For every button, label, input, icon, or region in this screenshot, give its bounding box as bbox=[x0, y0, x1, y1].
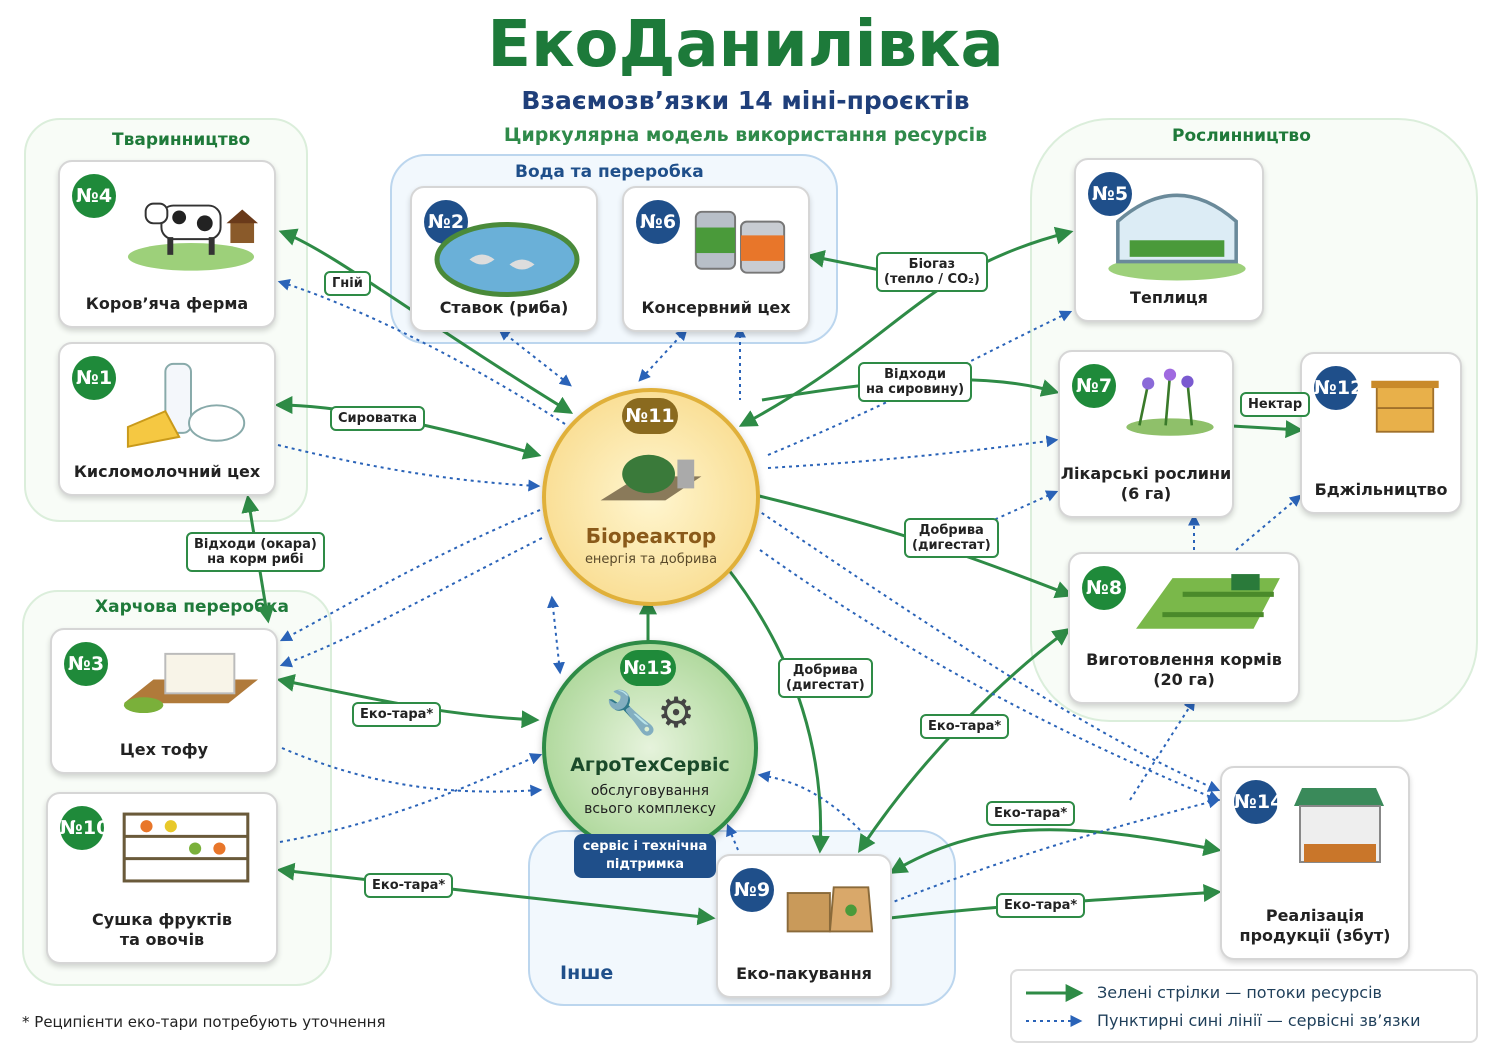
badge-1: №1 bbox=[72, 356, 116, 400]
badge-3: №3 bbox=[64, 642, 108, 686]
hub-agrotechservice[interactable]: №13 🔧⚙ АгроТехСервіс обслуговування всьо… bbox=[542, 640, 758, 856]
badge-6: №6 bbox=[636, 200, 680, 244]
label-eco-pack-4: Еко-тара* bbox=[986, 801, 1076, 826]
tofu-icon bbox=[123, 652, 259, 714]
project-card-7[interactable]: №7 Лікарські рослини (6 га) bbox=[1058, 350, 1234, 518]
project-name-8: Виготовлення кормів (20 га) bbox=[1086, 650, 1282, 689]
project-name-12: Бджільництво bbox=[1314, 480, 1448, 499]
project-card-4[interactable]: №4 Коров’яча ферма bbox=[58, 160, 276, 328]
project-name-7: Лікарські рослини (6 га) bbox=[1060, 464, 1232, 503]
project-name-5: Теплиця bbox=[1130, 288, 1208, 307]
badge-5: №5 bbox=[1088, 172, 1132, 216]
flow-nectar bbox=[1231, 420, 1304, 439]
pond-icon bbox=[434, 222, 580, 297]
legend-blue: Пунктирні сині лінії — сервісні зв’язки bbox=[1097, 1011, 1421, 1030]
hub-bioreactor-name: Біореактор bbox=[585, 524, 717, 548]
project-name-2: Ставок (риба) bbox=[439, 298, 569, 317]
greenhouse-icon bbox=[1108, 193, 1246, 281]
label-fertilizer-2: Добрива (дигестат) bbox=[778, 658, 873, 698]
project-card-14[interactable]: №14 Реалізація продукції (збут) bbox=[1220, 766, 1410, 960]
flow-biogas-cans bbox=[806, 249, 881, 272]
label-manure: Гній bbox=[324, 271, 371, 296]
flow-biogas bbox=[738, 226, 1074, 427]
footnote: * Реципієнти еко-тари потребують уточнен… bbox=[22, 1013, 386, 1031]
label-eco-pack-2: Еко-тара* bbox=[364, 873, 454, 898]
page-title: ЕкоДанилівка bbox=[487, 8, 1004, 82]
label-eco-pack-5: Еко-тара* bbox=[996, 893, 1086, 918]
label-eco-pack-3: Еко-тара* bbox=[920, 714, 1010, 739]
badge-10: №10 bbox=[60, 806, 109, 850]
dryer-icon bbox=[122, 812, 250, 883]
cans-icon bbox=[694, 210, 786, 274]
project-name-9: Еко-пакування bbox=[736, 964, 872, 983]
herbs-icon bbox=[1126, 368, 1214, 436]
badge-13: №13 bbox=[620, 650, 676, 686]
group-plant-label: Рослинництво bbox=[1172, 126, 1311, 146]
bioreactor-icon bbox=[600, 454, 702, 501]
project-card-8[interactable]: №8 Виготовлення кормів (20 га) bbox=[1068, 552, 1300, 704]
badge-4: №4 bbox=[72, 174, 116, 218]
label-okara: Відходи (окара) на корм рибі bbox=[186, 532, 325, 572]
badge-11: №11 bbox=[622, 398, 678, 434]
group-water-label: Вода та переробка bbox=[515, 162, 704, 182]
label-eco-pack-1: Еко-тара* bbox=[352, 702, 442, 727]
project-name-1: Кисломолочний цех bbox=[73, 462, 261, 481]
hub-bioreactor-desc: енергія та добрива bbox=[584, 552, 718, 567]
dairy-icon bbox=[126, 362, 246, 448]
label-waste: Відходи на сировину) bbox=[858, 362, 973, 402]
project-card-9[interactable]: №9 Еко-пакування bbox=[716, 854, 892, 998]
project-name-10: Сушка фруктів та овочів bbox=[92, 910, 232, 949]
page-subtitle-model: Циркулярна модель використання ресурсів bbox=[503, 124, 988, 146]
project-card-1[interactable]: №1 Кисломолочний цех bbox=[58, 342, 276, 496]
service-support-badge: сервіс і технічна підтримка bbox=[574, 834, 716, 878]
label-biogas: Біогаз (тепло / CO₂) bbox=[876, 252, 988, 292]
label-nectar: Нектар bbox=[1240, 392, 1311, 417]
project-card-5[interactable]: №5 Теплиця bbox=[1074, 158, 1264, 322]
project-card-3[interactable]: №3 Цех тофу bbox=[50, 628, 278, 774]
flow-pack-sale bbox=[888, 828, 1222, 874]
badge-9: №9 bbox=[730, 868, 774, 912]
cow-icon bbox=[127, 202, 259, 271]
project-card-6[interactable]: №6 Консервний цех bbox=[622, 186, 810, 332]
badge-14: №14 bbox=[1234, 780, 1283, 824]
group-animal-label: Тваринництво bbox=[112, 130, 251, 150]
flow-fert2 bbox=[723, 564, 830, 854]
flow-dryer bbox=[276, 862, 716, 926]
project-card-10[interactable]: №10 Сушка фруктів та овочів bbox=[46, 792, 278, 964]
project-card-12[interactable]: №12 Бджільництво bbox=[1300, 352, 1462, 514]
project-name-3: Цех тофу bbox=[119, 740, 209, 759]
legend-symbols bbox=[1026, 984, 1084, 1027]
hub-agrotechservice-name: АгроТехСервіс bbox=[570, 754, 730, 776]
page-subtitle: Взаємозв’язки 14 міні-проєктів bbox=[521, 86, 970, 115]
group-other-label: Інше bbox=[560, 962, 614, 984]
hub-agrotechservice-desc: обслуговування всього комплексу bbox=[584, 783, 716, 817]
legend: Зелені стрілки — потоки ресурсів Пунктир… bbox=[1010, 969, 1478, 1043]
label-whey: Сироватка bbox=[330, 406, 426, 431]
group-food-label: Харчова переробка bbox=[95, 597, 289, 617]
project-name-14: Реалізація продукції (збут) bbox=[1239, 906, 1391, 945]
market-icon bbox=[1294, 788, 1384, 863]
badge-2: №2 bbox=[424, 200, 468, 244]
wrench-gear-icon: 🔧⚙ bbox=[605, 688, 695, 737]
label-fertilizer-1: Добрива (дигестат) bbox=[904, 518, 999, 558]
badge-7: №7 bbox=[1072, 364, 1116, 408]
badge-12: №12 bbox=[1314, 366, 1363, 410]
project-card-2[interactable]: №2 Ставок (риба) bbox=[410, 186, 598, 332]
field-icon bbox=[1136, 574, 1280, 629]
project-name-4: Коров’яча ферма bbox=[85, 294, 249, 313]
beehive-icon bbox=[1371, 380, 1439, 433]
badge-8: №8 bbox=[1082, 566, 1126, 610]
package-icon bbox=[786, 886, 874, 933]
project-name-6: Консервний цех bbox=[641, 298, 791, 317]
legend-green: Зелені стрілки — потоки ресурсів bbox=[1097, 983, 1382, 1002]
hub-bioreactor[interactable]: №11 Біореактор енергія та добрива bbox=[542, 388, 760, 606]
